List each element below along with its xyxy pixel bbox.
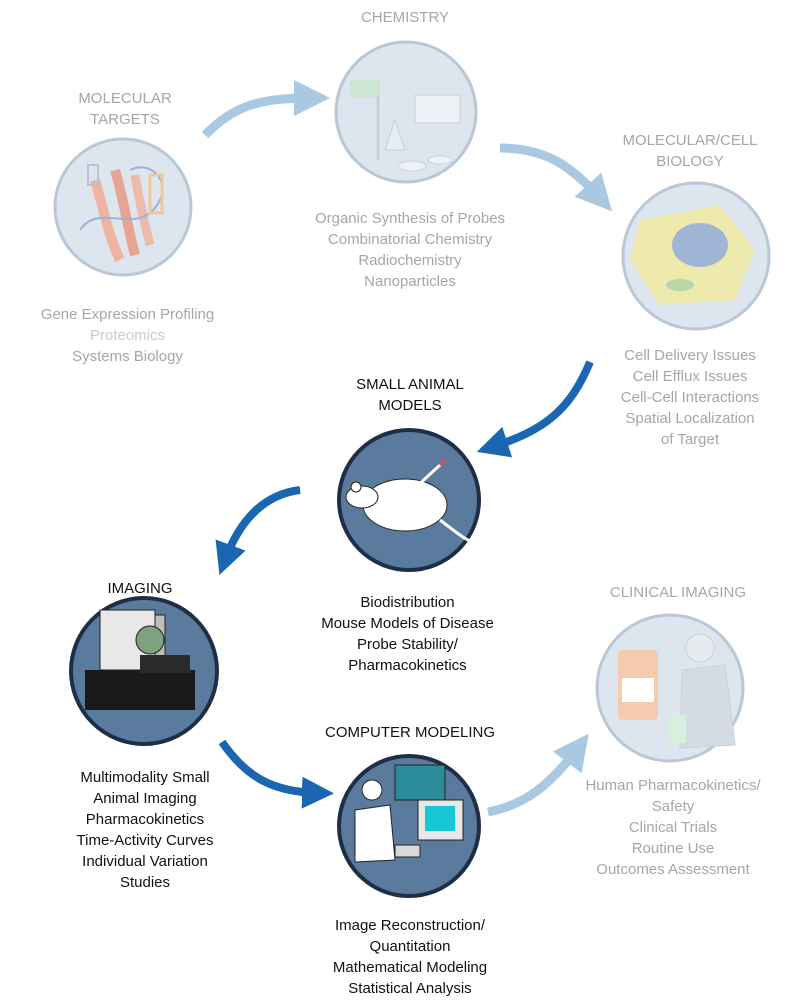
computer-modeling-title: COMPUTER MODELING [290,722,530,743]
list-item: Systems Biology [72,348,183,365]
list-item: Radiochemistry [358,252,462,269]
chemistry-items: Organic Synthesis of Probes Combinatoria… [280,208,540,292]
cell-biology-circle [621,181,771,331]
title-line: MODELS [378,397,442,414]
list-item: Quantitation [369,938,451,955]
list-item: Mathematical Modeling [332,959,488,976]
chemistry-circle [334,40,478,184]
list-item: Cell-Cell Interactions [620,389,760,406]
title-line: CHEMISTRY [360,9,450,26]
imaging-circle [69,596,219,746]
title-line: IMAGING [107,580,173,597]
list-item: Human Pharmacokinetics/ [585,777,761,794]
list-item: Proteomics [89,327,166,344]
title-line: MOLECULAR/CELL [622,132,758,149]
list-item: Probe Stability/ [357,636,458,653]
small-animal-title: SMALL ANIMAL MODELS [330,374,490,416]
title-line: BIOLOGY [656,153,724,170]
list-item: Statistical Analysis [348,980,472,997]
cell-biology-items: Cell Delivery Issues Cell Efflux Issues … [596,345,784,450]
title-line: COMPUTER MODELING [324,724,495,741]
list-item: Multimodality Small [80,769,210,786]
list-item: Cell Delivery Issues [624,347,756,364]
list-item: Spatial Localization [625,410,755,427]
list-item: Combinatorial Chemistry [327,231,493,248]
list-item: Routine Use [631,840,715,857]
list-item: Animal Imaging [93,790,197,807]
arrow-modeling-to-clinical [487,733,589,817]
title-line: CLINICAL IMAGING [609,584,747,601]
title-line: SMALL ANIMAL [356,376,464,393]
arrow-targets-to-chemistry [201,80,330,139]
list-item: Individual Variation [82,853,208,870]
list-item: Pharmacokinetics [348,657,467,674]
clinical-imaging-circle [595,613,745,763]
clinical-imaging-title: CLINICAL IMAGING [578,582,778,603]
list-item: Time-Activity Curves [76,832,214,849]
list-item: Biodistribution [360,594,455,611]
molecular-targets-title: MOLECULAR TARGETS [55,88,195,130]
arrow-chemistry-to-cell [499,143,613,212]
arrow-cell-to-animal [476,360,594,458]
imaging-title: IMAGING [90,578,190,599]
computer-modeling-circle [337,754,481,898]
small-animal-circle [337,428,481,572]
imaging-items: Multimodality Small Animal Imaging Pharm… [40,767,250,893]
list-item: Clinical Trials [628,819,718,836]
chemistry-title: CHEMISTRY [330,7,480,28]
list-item: Organic Synthesis of Probes [314,210,506,227]
list-item: Nanoparticles [364,273,456,290]
small-animal-items: Biodistribution Mouse Models of Disease … [285,592,530,676]
list-item: Safety [651,798,695,815]
title-line: TARGETS [90,111,160,128]
arrow-imaging-to-modeling [218,739,334,809]
computer-modeling-items: Image Reconstruction/ Quantitation Mathe… [290,915,530,999]
list-item: Cell Efflux Issues [632,368,748,385]
cell-biology-title: MOLECULAR/CELL BIOLOGY [600,130,780,172]
molecular-targets-circle [53,137,193,277]
list-item: of Target [660,431,720,448]
arrow-animal-to-imaging [215,486,301,575]
list-item: Outcomes Assessment [596,861,750,878]
list-item: Studies [119,874,171,891]
list-item: Gene Expression Profiling [40,306,215,323]
clinical-imaging-items: Human Pharmacokinetics/ Safety Clinical … [562,775,784,880]
list-item: Image Reconstruction/ [334,917,486,934]
molecular-targets-items: Gene Expression Profiling Proteomics Sys… [5,304,250,367]
title-line: MOLECULAR [78,90,172,107]
list-item: Pharmacokinetics [85,811,205,828]
list-item: Mouse Models of Disease [321,615,494,632]
